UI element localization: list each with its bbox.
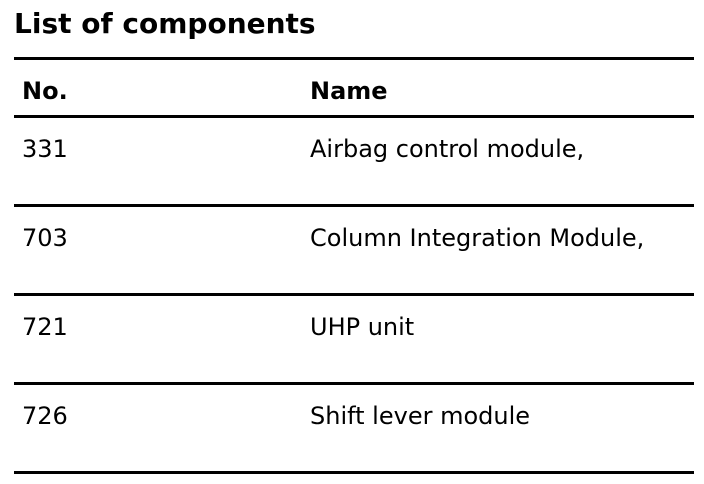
component-number: 331: [22, 135, 68, 163]
table-top-rule: [14, 57, 694, 60]
table-header-row: No. Name: [14, 60, 694, 115]
column-header-name: Name: [310, 77, 388, 105]
row-rule: [14, 204, 694, 207]
table-row: 726 Shift lever module: [14, 385, 694, 471]
column-header-no: No.: [22, 77, 68, 105]
component-number: 721: [22, 313, 68, 341]
component-number: 703: [22, 224, 68, 252]
components-table: No. Name 331 Airbag control module, 703 …: [14, 57, 694, 474]
header-rule: [14, 115, 694, 118]
table-row: 703 Column Integration Module,: [14, 207, 694, 293]
row-rule: [14, 382, 694, 385]
component-name: Airbag control module,: [310, 135, 585, 163]
component-name: Shift lever module: [310, 402, 531, 430]
table-bottom-rule: [14, 471, 694, 474]
table-row: 331 Airbag control module,: [14, 118, 694, 204]
component-name: UHP unit: [310, 313, 415, 341]
page-title: List of components: [14, 7, 316, 40]
component-name: Column Integration Module,: [310, 224, 645, 252]
row-rule: [14, 293, 694, 296]
component-number: 726: [22, 402, 68, 430]
table-row: 721 UHP unit: [14, 296, 694, 382]
